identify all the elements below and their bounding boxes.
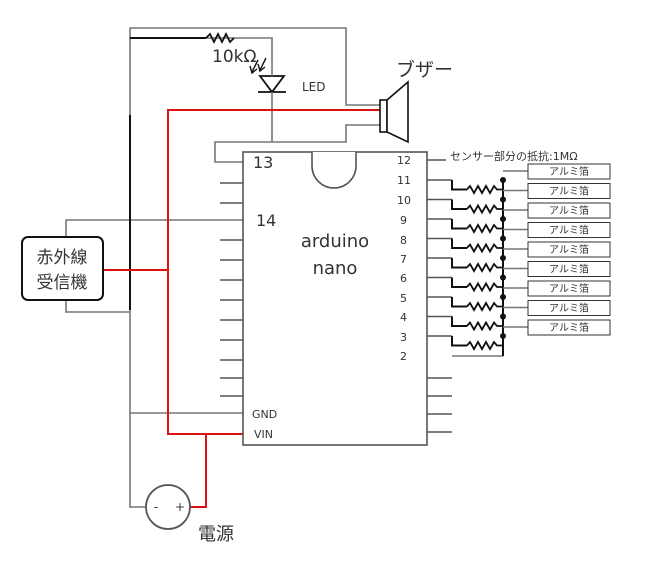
sensor-wire: [451, 297, 467, 308]
sensor-row: アルミ箔: [427, 261, 611, 293]
pin-2-label: 2: [400, 350, 407, 363]
foil-label: アルミ箔: [549, 224, 589, 237]
pin-9-label: 9: [400, 214, 407, 227]
ir-receiver-line2: 受信機: [37, 273, 88, 293]
sensor-wire: [451, 277, 467, 288]
arduino-title: arduino: [301, 231, 369, 252]
pin-5-label: 5: [400, 292, 407, 305]
power-label: 電源: [198, 524, 234, 545]
resistor-10k-label: 10kΩ: [212, 47, 256, 67]
buzzer: ブザー: [379, 58, 453, 144]
foil-label: アルミ箔: [549, 243, 589, 256]
junction-dot: [500, 333, 506, 339]
foil-label: アルミ箔: [549, 165, 589, 178]
sensor-resistor-1m: [466, 242, 503, 254]
buzzer-label: ブザー: [396, 58, 453, 81]
sensor-resistor-1m: [466, 262, 503, 273]
foil-label: アルミ箔: [549, 204, 589, 217]
pin-6-label: 6: [400, 272, 407, 285]
sensor-wire: [451, 258, 467, 269]
sensor-row: アルミ箔: [427, 319, 611, 351]
power-plus-label: +: [175, 500, 185, 514]
sensor-row: アルミ箔: [427, 202, 611, 234]
junction-dot: [500, 294, 506, 300]
sensor-wire: [451, 219, 467, 230]
pin-10-label: 10: [397, 194, 411, 207]
junction-dot: [500, 177, 506, 183]
sensor-resistor-1m: [466, 203, 503, 215]
foil-label: アルミ箔: [549, 302, 589, 315]
junction-dot: [500, 255, 506, 261]
pin-8-label: 8: [400, 234, 407, 247]
resistor-10k: 10kΩ: [205, 31, 256, 67]
sensor-resistor-1m: [466, 301, 503, 312]
sensor-row: アルミ箔: [427, 222, 611, 254]
arduino-nano: 13 14 arduino nano GND VIN 12 11 10 9 8 …: [220, 151, 452, 446]
sensor-wire: [451, 180, 467, 191]
led: LED: [249, 57, 326, 100]
sensor-resistor-1m: [466, 223, 503, 234]
red-wiring: [103, 109, 380, 508]
left-pin-stubs: [220, 182, 243, 397]
foil-pad: [527, 202, 611, 219]
junction-dot: [500, 196, 506, 203]
pin-7-label: 7: [400, 253, 407, 266]
foil-pad: [527, 319, 611, 336]
sensor-row: アルミ箔: [427, 183, 611, 215]
sensor-row: アルミ箔: [427, 280, 611, 312]
power-source: - + 電源: [145, 484, 234, 545]
sensor-wire: [451, 199, 467, 210]
junction-dot: [500, 274, 506, 281]
pin-13-label: 13: [253, 153, 273, 172]
junction-dot: [500, 216, 506, 222]
gnd-pin-label: GND: [252, 408, 277, 421]
pin-3-label: 3: [400, 331, 407, 344]
foil-label: アルミ箔: [549, 321, 589, 334]
pin-11-label: 11: [397, 174, 411, 187]
right-pin-stubs: [427, 377, 452, 433]
pin-12-label: 12: [397, 154, 411, 167]
pin-4-label: 4: [400, 311, 407, 324]
sensor-row: アルミ箔: [427, 300, 611, 332]
junction-dot: [500, 235, 506, 242]
sensor-wire: [451, 238, 467, 249]
vin-pin-label: VIN: [254, 428, 273, 441]
sensor-resistor-1m: [466, 184, 503, 195]
sensor-row: アルミ箔: [427, 241, 611, 273]
foil-label: アルミ箔: [549, 263, 589, 276]
sensor-wire: [451, 336, 467, 347]
ir-receiver: 赤外線 受信機: [21, 236, 104, 301]
ir-receiver-line1: 赤外線: [37, 248, 88, 268]
led-label: LED: [302, 80, 326, 94]
foil-label: アルミ箔: [549, 282, 589, 295]
sensor-header: センサー部分の抵抗:1MΩ: [450, 149, 578, 163]
foil-pad: [527, 280, 611, 297]
foil-pad: [527, 222, 611, 238]
power-minus-label: -: [154, 500, 158, 514]
sensor-resistor-1m: [466, 320, 503, 332]
arduino-subtitle: nano: [313, 258, 358, 279]
foil-label: アルミ箔: [549, 185, 589, 198]
sensor-wire: [451, 316, 467, 327]
foil-pad: [527, 300, 611, 316]
junction-dot: [500, 313, 506, 320]
sensor-resistor-1m: [466, 281, 503, 293]
foil-pad: [527, 261, 611, 277]
foil-pad: [527, 241, 611, 258]
foil-pad: [527, 183, 611, 199]
sensor-row: アルミ箔: [427, 163, 611, 195]
foil-pad: [527, 163, 611, 180]
pin-14-label: 14: [256, 211, 276, 230]
right-pin-labels: 12 11 10 9 8 7 6 5 4 3 2: [397, 154, 411, 363]
black-wiring: [129, 37, 206, 310]
sensor-resistor-1m: [466, 340, 503, 351]
